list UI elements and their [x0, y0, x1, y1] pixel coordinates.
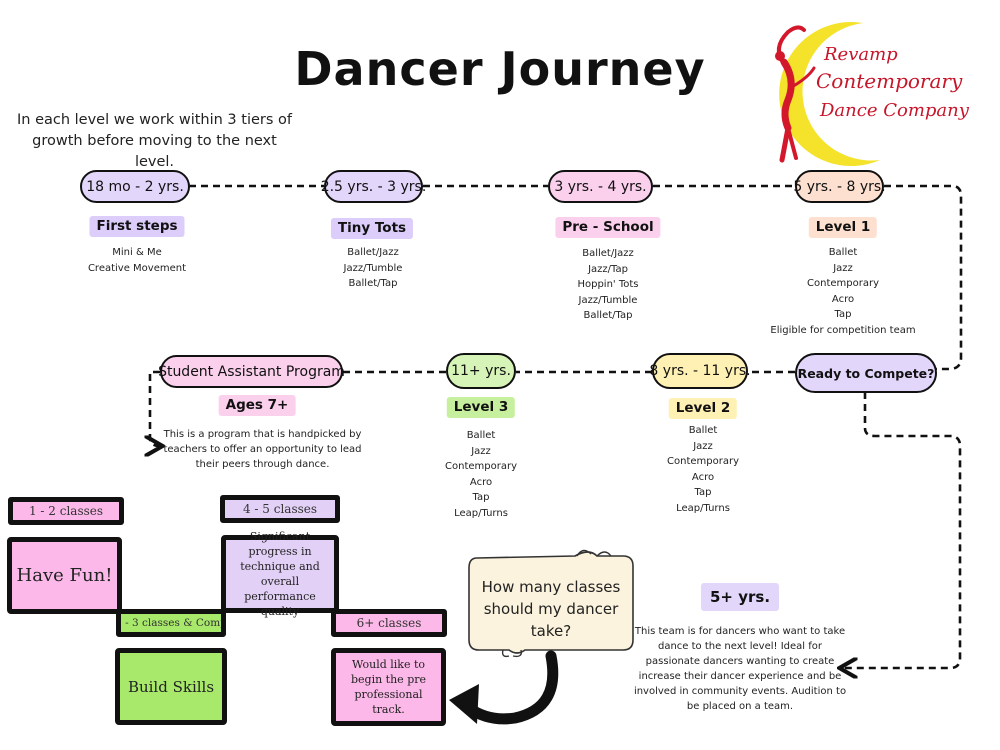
- list-item: Jazz: [693, 440, 713, 452]
- list-item: Contemporary: [445, 461, 517, 472]
- tier-tag-6-plus: 6+ classes: [331, 609, 447, 637]
- class-list-tiny-tots: Ballet/Jazz Jazz/Tumble Ballet/Tap: [273, 245, 473, 292]
- level-badge-tiny-tots: Tiny Tots: [330, 218, 414, 239]
- list-item: Jazz/Tap: [588, 263, 628, 275]
- logo-text-1: Revamp: [823, 44, 898, 65]
- path-row1-turn: [884, 184, 963, 371]
- company-logo: Revamp Contemporary Dance Company: [758, 18, 983, 167]
- list-item: Ballet: [466, 430, 496, 441]
- moon-icon: [779, 22, 880, 167]
- description-line: teachers to offer an opportunity to lead: [163, 444, 362, 455]
- tier-tag-4-5: 4 - 5 classes: [220, 495, 340, 523]
- list-item: Ballet/Tap: [348, 278, 398, 289]
- age-pill-level-3: 11+ yrs.: [446, 353, 516, 389]
- list-item: Leap/Turns: [454, 507, 508, 519]
- question-text: How many classes should my dancer take?: [481, 578, 621, 640]
- list-item: Mini & Me: [112, 247, 162, 258]
- list-item: Hoppin' Tots: [577, 279, 639, 290]
- description-line: involved in community events. Audition t…: [633, 686, 847, 697]
- tier-box-build-skills: Build Skills: [115, 648, 227, 725]
- class-list-level-1: Ballet Jazz Contemporary Acro Tap Eligib…: [743, 245, 943, 338]
- age-pill-pre-school: 3 yrs. - 4 yrs.: [548, 170, 653, 203]
- class-list-pre-school: Ballet/Jazz Jazz/Tap Hoppin' Tots Jazz/T…: [508, 246, 708, 324]
- list-item: Acro: [469, 476, 493, 488]
- tier-tag-2-3: 2 - 3 classes & Comp: [116, 609, 226, 637]
- list-item: Tap: [834, 309, 852, 320]
- tier-box-progress: Significant progress in technique and ov…: [221, 530, 339, 618]
- list-item: Contemporary: [807, 278, 879, 289]
- description-line: dance to the next level! Ideal for: [657, 641, 823, 652]
- age-pill-tiny-tots: 2.5 yrs. - 3 yrs.: [321, 170, 426, 203]
- age-pill-level-2: 8 yrs. - 11 yrs.: [649, 353, 751, 389]
- path-compete-branch: [842, 392, 962, 668]
- list-item: Ballet/Jazz: [582, 248, 634, 259]
- tier-box-pre-professional: Would like to begin the pre professional…: [331, 648, 446, 726]
- list-item: Acro: [831, 293, 855, 305]
- comp-team-badge: 5+ yrs.: [700, 583, 780, 611]
- class-list-level-3: Ballet Jazz Contemporary Acro Tap Leap/T…: [381, 428, 581, 521]
- dancer-icon: [775, 25, 816, 163]
- logo-text-2: Contemporary: [816, 69, 963, 93]
- path-assistant-branch: [150, 370, 160, 446]
- assistant-description: This is a program that is handpicked by …: [160, 427, 365, 472]
- list-item: Jazz/Tumble: [578, 294, 638, 306]
- description-line: be placed on a team.: [686, 701, 794, 712]
- age-pill-level-1: 5 yrs. - 8 yrs.: [793, 170, 886, 203]
- list-item: Jazz: [471, 445, 491, 457]
- level-badge-level-2: Level 2: [668, 398, 738, 419]
- list-item: Ballet: [828, 247, 858, 258]
- level-badge-level-1: Level 1: [808, 217, 878, 238]
- assistant-pill: Student Assistant Program: [158, 355, 345, 388]
- list-item: Leap/Turns: [676, 502, 730, 514]
- description-line: This team is for dancers who want to tak…: [634, 626, 846, 637]
- ages-badge: Ages 7+: [218, 395, 296, 416]
- question-bubble: How many classes should my dancer take?: [465, 548, 637, 658]
- description-line: their peers through dance.: [195, 459, 330, 470]
- list-item: Contemporary: [667, 456, 739, 467]
- list-item: Acro: [691, 471, 715, 483]
- list-item: Ballet: [688, 425, 718, 436]
- class-list-level-2: Ballet Jazz Contemporary Acro Tap Leap/T…: [603, 423, 803, 516]
- list-item: Jazz: [833, 262, 853, 274]
- class-list-first-steps: Mini & Me Creative Movement: [37, 245, 237, 276]
- level-badge-level-3: Level 3: [446, 397, 516, 418]
- compete-pill: Ready to Compete?: [795, 353, 937, 393]
- intro-text: In each level we work within 3 tiers of …: [17, 112, 292, 170]
- curved-arrow-icon: [449, 650, 559, 725]
- description-line: This is a program that is handpicked by: [163, 429, 362, 440]
- list-item: Ballet/Tap: [583, 310, 633, 321]
- age-pill-first-steps: 18 mo - 2 yrs.: [80, 170, 190, 203]
- list-item: Eligible for competition team: [770, 324, 916, 336]
- description-line: passionate dancers wanting to create: [645, 656, 835, 667]
- list-item: Jazz/Tumble: [343, 262, 403, 274]
- comp-team-description: This team is for dancers who want to tak…: [630, 624, 850, 714]
- logo-text-3: Dance Company: [819, 100, 970, 121]
- list-item: Ballet/Jazz: [347, 247, 399, 258]
- tier-tag-1-2: 1 - 2 classes: [8, 497, 124, 525]
- description-line: increase their dancer experience and be: [638, 671, 842, 682]
- list-item: Tap: [472, 492, 490, 503]
- level-badge-pre-school: Pre - School: [555, 217, 661, 238]
- level-badge-first-steps: First steps: [89, 216, 185, 237]
- list-item: Creative Movement: [87, 262, 187, 274]
- list-item: Tap: [694, 487, 712, 498]
- page-title: Dancer Journey: [294, 42, 706, 96]
- tier-box-have-fun: Have Fun!: [7, 537, 122, 614]
